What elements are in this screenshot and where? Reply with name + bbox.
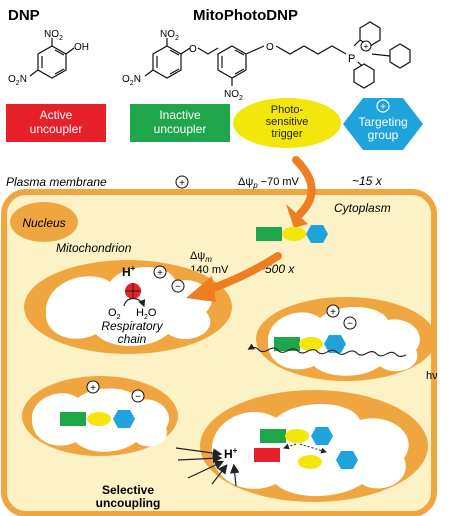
- mito2-minus-sign: −: [347, 319, 353, 330]
- mito-oxygen-1: O: [189, 44, 197, 55]
- mito1-plus-sign: +: [157, 268, 163, 279]
- mitophotodnp-structure: [144, 21, 411, 89]
- cytoplasm-label: Cytoplasm: [334, 201, 391, 215]
- mitochondrion-2: [256, 297, 436, 381]
- mito1-minus-icon: [171, 279, 185, 293]
- plasma-membrane-label: Plasma membrane: [6, 175, 107, 189]
- inactive-uncoupler-box: [130, 104, 230, 142]
- h2o-label: H2O: [136, 307, 157, 321]
- dnp-oh: OH: [74, 42, 89, 53]
- mito-no2-top: NO2: [160, 29, 179, 42]
- o2-label: O2: [108, 307, 121, 321]
- light-hv-icon: [247, 343, 407, 358]
- hv-label: hν: [426, 370, 438, 382]
- dnp-title: DNP: [8, 7, 40, 24]
- mito-phosphorus: P: [348, 53, 355, 65]
- phosphonium-charge-plus: +: [363, 42, 368, 52]
- plasma-plus-icon: [175, 175, 189, 189]
- dnp-no2-bottom: O2N: [8, 74, 27, 87]
- targeting-group-hexagon: [343, 98, 423, 150]
- proton-influx-arrows: [175, 447, 240, 487]
- mito2-minus-icon: [343, 316, 357, 330]
- proton-label-1: H+: [122, 264, 136, 279]
- mito-no2-left: O2N: [122, 74, 141, 87]
- nucleus: [10, 202, 78, 242]
- mito-oxygen-2: O: [266, 42, 274, 53]
- mitochondrion-4: [200, 390, 428, 502]
- nucleus-label: Nucleus: [22, 216, 65, 230]
- photolysis-arrow-right: [299, 443, 327, 454]
- mito1-minus-sign: −: [175, 282, 181, 293]
- plasma-uptake-arrow: [292, 156, 316, 218]
- mito3-plus-sign: +: [90, 383, 96, 394]
- dnp-no2-top: NO2: [44, 29, 63, 42]
- plasma-uptake-arrowhead: [286, 204, 308, 228]
- proton-label-2: H+: [224, 446, 238, 461]
- cytoplasm-molecule: [256, 225, 328, 243]
- mito3-plus-icon: [86, 380, 100, 394]
- delta-psi-plasma: Δψp−70 mV: [238, 176, 300, 190]
- mito2-plus-icon: [326, 304, 340, 318]
- active-uncoupler-box: [6, 104, 106, 142]
- plasma-plus-sign: +: [179, 178, 185, 189]
- dnp-structure: [29, 38, 75, 79]
- mito3-minus-sign: −: [135, 392, 141, 403]
- delta-psi-mito: Δψm: [190, 250, 212, 264]
- targeting-plus-icon: [376, 99, 390, 113]
- mito3-minus-icon: [131, 389, 145, 403]
- accumulation-plasma: ~15 x: [352, 174, 383, 188]
- mito-no2-bottom: NO2: [224, 89, 243, 102]
- mitophotodnp-title: MitoPhotoDNP: [193, 7, 298, 24]
- targeting-plus-sign: +: [380, 102, 386, 113]
- mito1-plus-icon: [153, 265, 167, 279]
- mito2-plus-sign: +: [330, 307, 336, 318]
- mitochondrion-3: [22, 376, 178, 456]
- phosphonium-charge-icon: [360, 40, 372, 52]
- photosensitive-trigger-ellipse: [233, 98, 341, 148]
- mito-uptake-arrowhead: [186, 276, 216, 302]
- o2-to-h2o-arrow: [123, 297, 146, 308]
- mitochondrion-label: Mitochondrion: [56, 241, 132, 255]
